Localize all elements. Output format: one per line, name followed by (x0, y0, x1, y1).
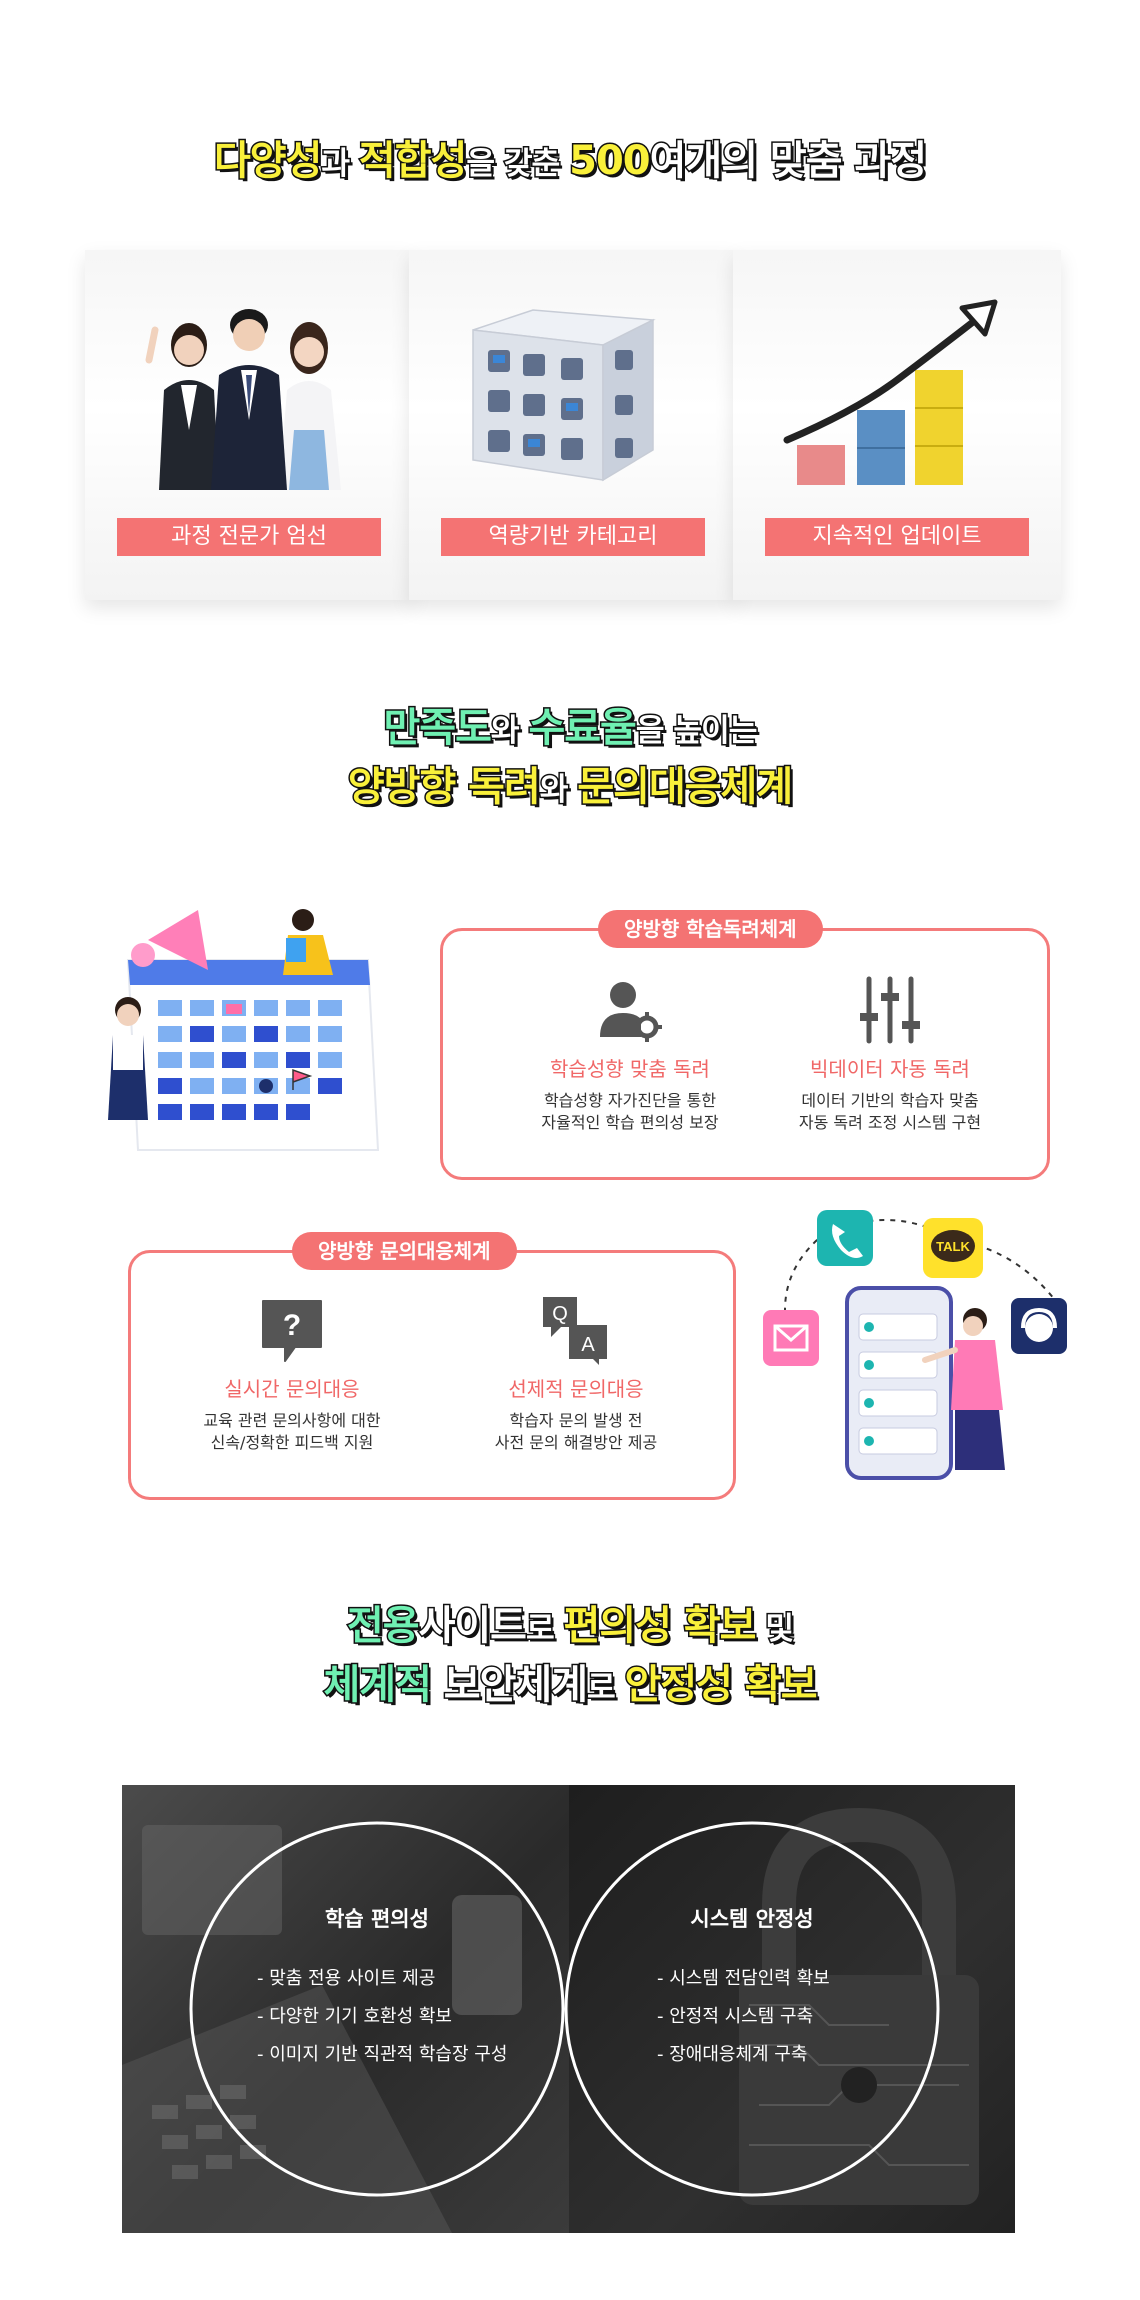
feature-title: 빅데이터 자동 독려 (810, 1057, 970, 1081)
qa-a-letter: A (581, 1334, 595, 1356)
feature-desc-line: 학습성향 자가진단을 통한 (543, 1091, 717, 1110)
sliders-icon (860, 976, 920, 1044)
heading-highlight: 안정성 확보 (623, 1661, 819, 1710)
business-people-image (145, 309, 341, 490)
feature-desc-line: 학습자 문의 발생 전 (509, 1411, 643, 1430)
feature-title: 학습성향 맞춤 독려 (550, 1057, 710, 1081)
feature-desc-line: 자동 독려 조정 시스템 구현 (798, 1113, 982, 1132)
phone-icon (817, 1210, 873, 1266)
learning-convenience-list: - 맞춤 전용 사이트 제공 - 다양한 기기 호환성 확보 - 이미지 기반 … (257, 1960, 507, 2074)
calendar-illustration (108, 909, 380, 1151)
list-item: - 장애대응체계 구축 (657, 2044, 808, 2065)
heading-text: 로 (524, 1610, 564, 1649)
icon-cube-image (472, 309, 656, 482)
heading-highlight: 편의성 확보 (562, 1602, 758, 1651)
feature-title: 선제적 문의대응 (508, 1377, 644, 1401)
heading-highlight: 수료율 (527, 704, 638, 753)
feature-desc: 학습자 문의 발생 전 사전 문의 해결방안 제공 (446, 1410, 706, 1454)
qa-q-letter: Q (552, 1303, 568, 1325)
heading-highlight: 만족도 (382, 704, 493, 753)
circle-frames (189, 1821, 940, 2197)
heading-highlight: 체계적 (322, 1661, 433, 1710)
card-continuous-update: 지속적인 업데이트 (733, 250, 1061, 600)
system-stability-list: - 시스템 전담인력 확보 - 안정적 시스템 구축 - 장애대응체계 구축 (657, 1960, 830, 2074)
heading-highlight: 적합성 (357, 137, 468, 186)
card-label: 과정 전문가 엄선 (117, 518, 381, 556)
feature-title: 실시간 문의대응 (224, 1377, 360, 1401)
mail-icon (763, 1310, 819, 1366)
card-label: 지속적인 업데이트 (765, 518, 1029, 556)
qa-icon: Q A (543, 1297, 607, 1365)
feature-cards: 과정 전문가 엄선 역량기반 카테고리 (85, 250, 1061, 600)
feature-desc: 교육 관련 문의사항에 대한 신속/정확한 피드백 지원 (162, 1410, 422, 1454)
growth-chart-image (783, 299, 998, 485)
heading-highlight: 전용 (345, 1602, 421, 1651)
feature-desc-line: 자율적인 학습 편의성 보장 (541, 1113, 719, 1132)
question-bubble-icon: ? (262, 1300, 322, 1362)
section1-heading: 다양성과 적합성을 갖춘 500여개의 맞춤 과정 (0, 128, 1140, 186)
heading-text: 과 (320, 145, 359, 184)
heading-highlight: 500 (568, 137, 652, 186)
section2-heading: 만족도와 수료율을 높이는 양방향 독려와 문의대응체계 (0, 700, 1140, 818)
list-item: - 다양한 기기 호환성 확보 (257, 2006, 452, 2027)
heading-text: 여개의 맞춤 과정 (648, 137, 928, 186)
heading-text: 을 갖춘 (465, 145, 570, 184)
laptop-background-image (122, 1825, 522, 2233)
section3-heading: 전용사이트로 편의성 확보 및 체계적 보안체계로 안정성 확보 (0, 1598, 1140, 1716)
list-item: - 이미지 기반 직관적 학습장 구성 (257, 2044, 508, 2065)
messenger-illustration: TALK (763, 1210, 1067, 1480)
heading-highlight: 다양성 (212, 137, 323, 186)
list-item: - 시스템 전담인력 확보 (657, 1968, 830, 1989)
feature-desc-line: 데이터 기반의 학습자 맞춤 (801, 1091, 979, 1110)
two-way-inquiry-box (128, 1250, 736, 1500)
heading-text: 와 (538, 771, 578, 810)
convenience-stability-panels: 학습 편의성 - 맞춤 전용 사이트 제공 - 다양한 기기 호환성 확보 - … (122, 1785, 1015, 2233)
feature-proactive-inquiry: Q A 선제적 문의대응 학습자 문의 발생 전 사전 문의 해결방안 제공 (446, 1295, 706, 1454)
user-gear-icon (600, 982, 662, 1042)
feature-desc-line: 신속/정확한 피드백 지원 (210, 1433, 374, 1452)
heading-text: 보안체계 (430, 1661, 589, 1710)
feature-desc-line: 교육 관련 문의사항에 대한 (203, 1411, 381, 1430)
two-way-learning-pill: 양방향 학습독려체계 (598, 910, 823, 948)
learning-convenience-title: 학습 편의성 (325, 1907, 429, 1931)
two-way-inquiry-pill: 양방향 문의대응체계 (292, 1232, 517, 1270)
system-stability-title: 시스템 안정성 (690, 1907, 814, 1931)
card-label: 역량기반 카테고리 (441, 518, 705, 556)
heading-text: 와 (489, 712, 529, 751)
talk-badge: TALK (936, 1239, 970, 1254)
feature-desc-line: 사전 문의 해결방안 제공 (494, 1433, 658, 1452)
card-competency-category: 역량기반 카테고리 (409, 250, 737, 600)
list-item: - 맞춤 전용 사이트 제공 (257, 1968, 436, 1989)
list-item: - 안정적 시스템 구축 (657, 2006, 814, 2027)
heading-text: 로 (586, 1669, 625, 1708)
heading-highlight: 양방향 독려 (346, 763, 542, 812)
feature-realtime-inquiry: ? 실시간 문의대응 교육 관련 문의사항에 대한 신속/정확한 피드백 지원 (162, 1295, 422, 1454)
two-way-learning-box (440, 928, 1050, 1180)
heading-highlight: 문의대응체계 (576, 763, 795, 812)
heading-text: 및 (755, 1610, 796, 1649)
feature-learning-style: 학습성향 맞춤 독려 학습성향 자가진단을 통한 자율적인 학습 편의성 보장 (500, 975, 760, 1134)
feature-desc: 데이터 기반의 학습자 맞춤 자동 독려 조정 시스템 구현 (760, 1090, 1020, 1134)
padlock-background-image (739, 1807, 979, 2205)
feature-desc: 학습성향 자가진단을 통한 자율적인 학습 편의성 보장 (500, 1090, 760, 1134)
learning-convenience-panel (122, 1785, 569, 2233)
heading-text: 사이트 (417, 1602, 528, 1651)
feature-bigdata: 빅데이터 자동 독려 데이터 기반의 학습자 맞춤 자동 독려 조정 시스템 구… (760, 975, 1020, 1134)
heading-text: 을 높이는 (634, 712, 759, 751)
card-expert-selection: 과정 전문가 엄선 (85, 250, 413, 600)
svg-text:?: ? (283, 1309, 301, 1342)
